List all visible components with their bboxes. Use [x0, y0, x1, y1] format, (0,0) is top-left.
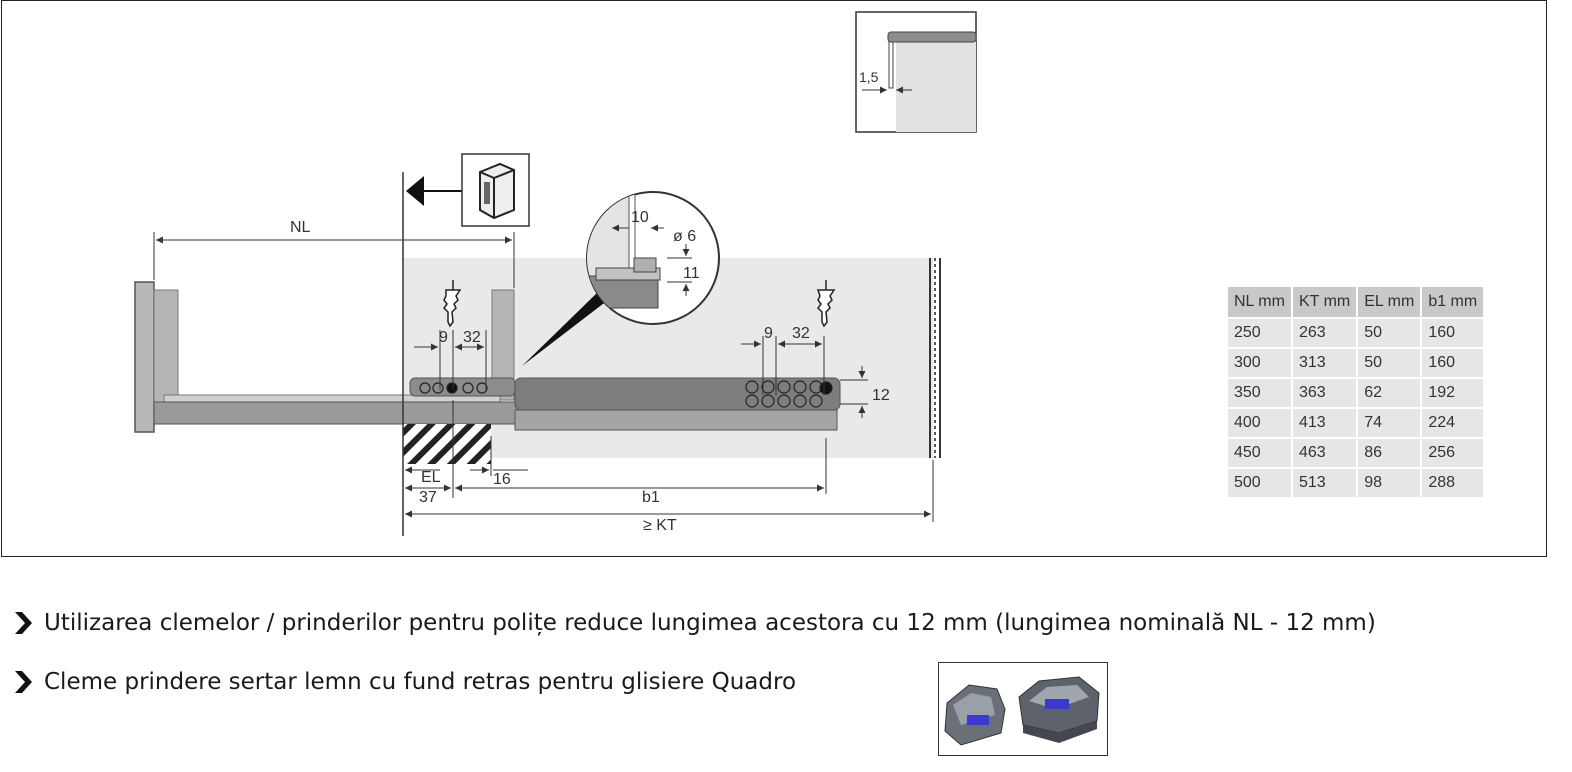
drawer-front — [134, 281, 155, 433]
table-row: 500 513 98 288 — [1228, 469, 1484, 497]
header-el: EL mm — [1358, 287, 1421, 317]
label-b1: b1 — [642, 489, 660, 506]
cell: 288 — [1422, 469, 1484, 497]
cell: 313 — [1292, 349, 1357, 377]
screw-holes-right — [745, 380, 833, 408]
label-1-5: 1,5 — [859, 69, 879, 85]
diagram-frame — [1, 0, 1547, 557]
note-text: Utilizarea clemelor / prinderilor pentru… — [44, 610, 1376, 636]
detail-box-top: 1,5 — [855, 11, 977, 133]
cell: 463 — [1292, 439, 1357, 467]
cabinet-back-wall — [929, 258, 941, 458]
runner-base — [514, 409, 838, 431]
note-text: Cleme prindere sertar lemn cu fund retra… — [44, 669, 797, 695]
label-16: 16 — [493, 471, 511, 488]
label-9-right: 9 — [764, 325, 773, 342]
label-12: 12 — [872, 387, 890, 404]
cell: 400 — [1228, 409, 1291, 437]
cell: 50 — [1358, 319, 1421, 347]
cell: 250 — [1228, 319, 1291, 347]
chevron-right-icon — [15, 671, 32, 693]
cell: 224 — [1422, 409, 1484, 437]
drawer-side-front — [153, 289, 179, 403]
label-kt: ≥ KT — [643, 517, 677, 534]
cell: 450 — [1228, 439, 1291, 467]
label-37: 37 — [419, 489, 437, 506]
cell: 86 — [1358, 439, 1421, 467]
callout-pointer — [522, 290, 608, 366]
label-11: 11 — [683, 265, 700, 282]
table-row: 450 463 86 256 — [1228, 439, 1484, 467]
table-row: 350 363 62 192 — [1228, 379, 1484, 407]
label-el: EL — [421, 469, 441, 486]
label-10: 10 — [631, 209, 649, 226]
cell: 192 — [1422, 379, 1484, 407]
label-32-left: 32 — [463, 329, 481, 346]
header-nl: NL mm — [1228, 287, 1291, 317]
label-hole-diameter: ø 6 — [673, 228, 696, 245]
detail-circle: 10 ø 6 11 — [586, 191, 720, 325]
arrow-left-icon — [406, 176, 424, 206]
screw-holes-left — [419, 382, 488, 394]
hatched-section — [403, 424, 491, 464]
label-9-left: 9 — [439, 329, 448, 346]
label-32-right: 32 — [792, 325, 810, 342]
cell: 350 — [1228, 379, 1291, 407]
cell: 50 — [1358, 349, 1421, 377]
cell: 500 — [1228, 469, 1291, 497]
cell: 160 — [1422, 319, 1484, 347]
runner-body — [514, 377, 841, 411]
cell: 98 — [1358, 469, 1421, 497]
note-shelf-clips: Utilizarea clemelor / prinderilor pentru… — [12, 610, 1376, 636]
table-header-row: NL mm KT mm EL mm b1 mm — [1228, 287, 1484, 317]
drawer-back — [491, 289, 515, 401]
table-row: 300 313 50 160 — [1228, 349, 1484, 377]
header-b1: b1 mm — [1422, 287, 1484, 317]
drawer-clip-image — [944, 676, 1100, 746]
cell: 62 — [1358, 379, 1421, 407]
table-row: 250 263 50 160 — [1228, 319, 1484, 347]
cell: 513 — [1292, 469, 1357, 497]
cabinet-icon — [461, 153, 530, 227]
screw-icon — [443, 280, 462, 328]
cell: 160 — [1422, 349, 1484, 377]
technical-drawing: NL 9 32 9 32 12 10 ø 6 11 — [134, 11, 977, 536]
drawer-rail — [153, 401, 530, 425]
cell: 256 — [1422, 439, 1484, 467]
cell: 413 — [1292, 409, 1357, 437]
cell: 363 — [1292, 379, 1357, 407]
table-row: 400 413 74 224 — [1228, 409, 1484, 437]
dimensions-table: NL mm KT mm EL mm b1 mm 250 263 50 160 3… — [1226, 285, 1485, 499]
cell: 74 — [1358, 409, 1421, 437]
screw-icon — [816, 280, 836, 328]
header-kt: KT mm — [1292, 287, 1357, 317]
chevron-right-icon — [15, 612, 32, 634]
label-nl: NL — [290, 219, 311, 236]
cell: 263 — [1292, 319, 1357, 347]
cell: 300 — [1228, 349, 1291, 377]
note-drawer-clips: Cleme prindere sertar lemn cu fund retra… — [12, 669, 796, 695]
product-photo — [938, 662, 1108, 756]
